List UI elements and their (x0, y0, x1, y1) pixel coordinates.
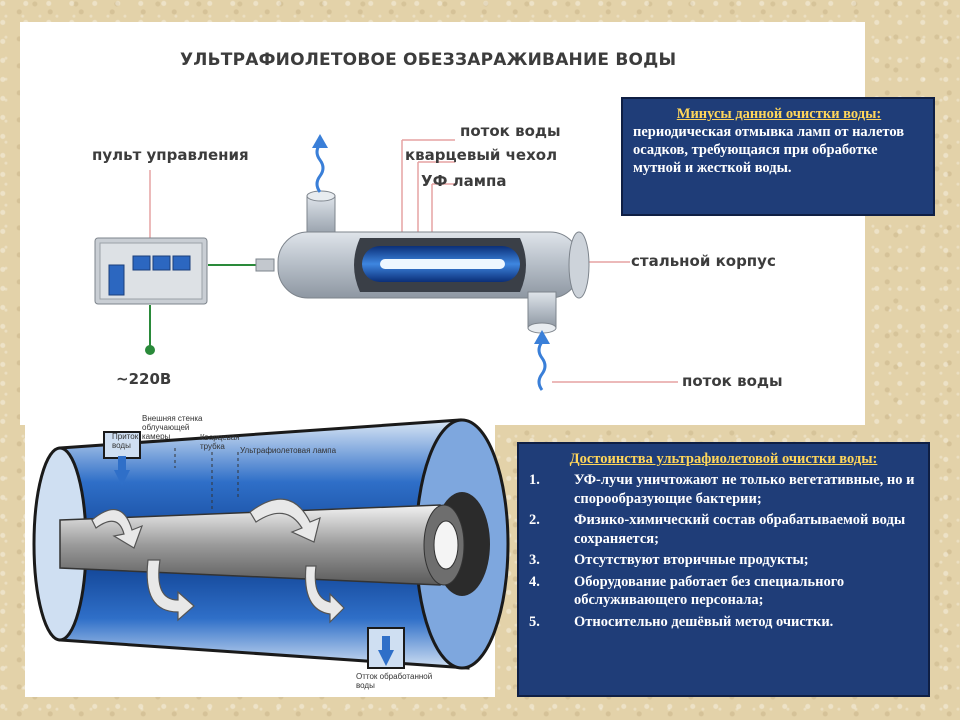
water-flow-arrows (312, 134, 550, 391)
advantages-list: 1. УФ-лучи уничтожают не только вегетатив… (529, 471, 918, 631)
label-water-flow-in: поток воды (682, 372, 783, 390)
advantage-text: Относительно дешёвый метод очистки. (574, 613, 834, 630)
advantage-text: УФ-лучи уничтожают не только вегетативны… (574, 472, 915, 507)
cutaway-label-outlet: Отток обработанной воды (356, 672, 433, 690)
uv-reactor (255, 190, 590, 334)
diagram-title: УЛЬТРАФИОЛЕТОВОЕ ОБЕЗЗАРАЖИВАНИЕ ВОДЫ (180, 50, 677, 70)
minuses-title: Минусы данной очистки воды: (676, 106, 882, 122)
advantage-item: 4. Оборудование работает без специального… (529, 573, 918, 610)
advantage-number: 3. (529, 552, 540, 568)
advantage-number: 2. (529, 512, 540, 528)
advantages-title: Достоинства ультрафиолетовой очистки вод… (569, 451, 878, 467)
advantage-number: 5. (529, 613, 540, 630)
advantage-item: 5. Относительно дешёвый метод очистки. (529, 613, 918, 632)
label-voltage: ~220В (116, 370, 172, 388)
advantages-box: Достоинства ультрафиолетовой очистки вод… (517, 442, 930, 697)
advantage-item: 2. Физико-химический состав обрабатываемо… (529, 511, 918, 548)
cutaway-label-outer-wall: Внешняя стенка облучающей камеры (142, 414, 203, 441)
cutaway-label-quartz-tube: Кварцевая трубка (200, 433, 240, 451)
minuses-text: периодическая отмывка ламп от налетов ос… (633, 124, 905, 176)
label-steel-body: стальной корпус (631, 252, 776, 270)
label-control-panel: пульт управления (92, 146, 249, 164)
advantage-text: Оборудование работает без специального о… (574, 573, 845, 609)
advantage-number: 4. (529, 573, 540, 590)
label-uv-lamp: УФ лампа (421, 172, 507, 190)
advantage-number: 1. (529, 472, 540, 488)
advantage-item: 1. УФ-лучи уничтожают не только вегетатив… (529, 471, 918, 508)
advantage-text: Физико-химический состав обрабатываемой … (574, 512, 906, 547)
power-terminal (145, 345, 155, 355)
cutaway-label-inlet: Приток воды (112, 432, 139, 450)
control-panel (94, 237, 208, 305)
cutaway-cylinder (32, 418, 510, 670)
label-quartz-sleeve: кварцевый чехол (405, 146, 558, 164)
cutaway-label-uv-lamp: Ультрафиолетовая лампа (240, 446, 337, 455)
minuses-box: Минусы данной очистки воды: периодическа… (621, 97, 935, 216)
label-water-flow-out: поток воды (460, 122, 561, 140)
advantage-item: 3. Отсутствуют вторичные продукты; (529, 551, 918, 570)
top-diagram-panel (20, 22, 865, 425)
advantage-text: Отсутствуют вторичные продукты; (574, 552, 809, 568)
